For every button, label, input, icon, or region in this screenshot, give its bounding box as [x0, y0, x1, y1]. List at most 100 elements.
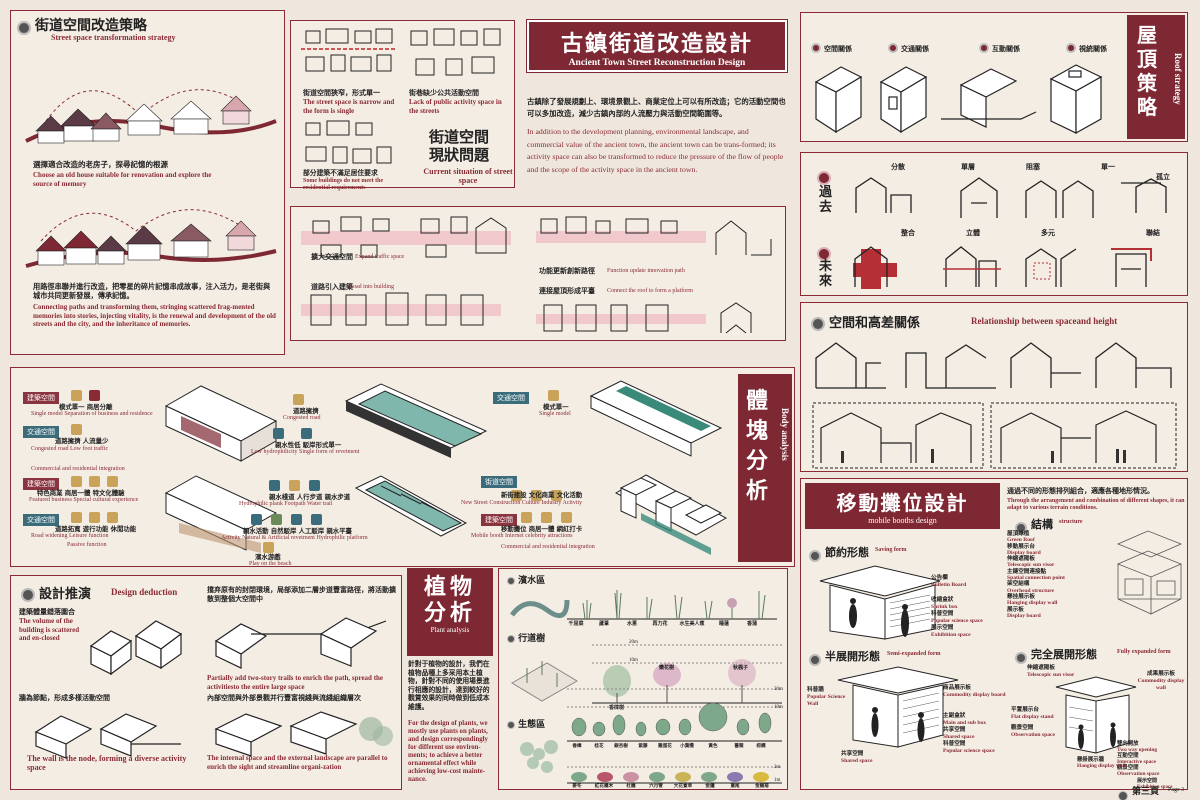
public-space-plan-drawing [410, 28, 501, 76]
widening-icon [71, 512, 82, 523]
strategy-panel: 街道空間改造策略 Street space transformation str… [10, 10, 285, 355]
strategy-title: 街道空間改造策略 [35, 18, 147, 34]
body-r4-cn: 親水性低 駁岸形式單一 [275, 441, 342, 449]
eco-shrub-labels: 麥冬 紅花檵木 杜鵑 六月雪 大花萱草 金鐘 鳶尾 金雞菊 [572, 784, 769, 789]
landscape-parallel-drawing [214, 711, 393, 757]
body-r12b-en: Commercial and residential integration [501, 544, 595, 550]
path-l1-cn: 擴大交通空間 [311, 252, 353, 261]
structure-labels: 屋頂綠植 Green Roof 移動展示台 Display board 伸縮遮陽… [1007, 531, 1065, 619]
booth-subtitle: mobile booths design [868, 516, 937, 525]
plant-s2-label: 行道樹 [507, 631, 545, 644]
roof-title-box: 屋頂策略 [1127, 15, 1185, 139]
save-form-subtitle: Saving form [875, 547, 907, 553]
future-label: 未來 [819, 259, 833, 289]
revetment-icon [301, 428, 312, 439]
full-form-hanging-labels: 懸掛展示牆 Hanging display wall [1077, 757, 1126, 769]
connected-houses-illustration [25, 209, 277, 268]
body-r8-en: Road widening Leisure function [31, 533, 109, 539]
eco-tree-labels: 香樟 桂花 銀杏樹 紫藤 雞蛋花 小葉欖 黃色 薔薇 棕櫚 [572, 744, 766, 749]
body-r8b-en: Passive function [67, 542, 107, 548]
path-l4-cn: 連接屋頂形成平臺 [539, 286, 595, 295]
eco-height-10: 10m [774, 705, 783, 710]
body-r6-en: Commercial and residential integration [31, 466, 125, 472]
bullet-icon [507, 720, 515, 729]
roof-type-label: 互動關係 [992, 43, 1020, 53]
waterfront-plant-labels: 千屈菜 蘆葦 水蔥 再力花 水生美人蕉 睡蓮 香蒲 [568, 621, 757, 627]
body-r1-en: Single model Separation of business and … [31, 411, 153, 417]
building-block-model [164, 385, 278, 462]
past-label-3: 阻塞 [1026, 162, 1040, 171]
bullet-icon [1066, 43, 1076, 53]
status-p2-en: Lack of public activity space in the str… [409, 98, 502, 115]
river-revetment-model [354, 475, 468, 537]
deduction-title: 設計推演 [39, 587, 92, 602]
footer-dot-icon [1118, 785, 1128, 800]
past-future-panel: 過去 未來 分散 單層 阻塞 單一 孤立 整合 立體 多元 聯結 [800, 152, 1188, 296]
full-form-subtitle: Fully expanded form [1117, 649, 1171, 655]
path-l2-cn: 功能更新創新路徑 [539, 266, 595, 275]
eco-height-1: 1m [774, 778, 781, 783]
body-panel: 體塊分析 Body analysis 建築空間 模式單一 商居分離 Single… [10, 367, 795, 567]
body-r10b-cn: 濱水游戲 [255, 553, 281, 561]
body-tag-5: 交通空間 [23, 514, 59, 526]
shop-icon [89, 390, 100, 401]
past-label-5: 孤立 [1156, 172, 1170, 181]
body-r9-en: Hydrophilic plank Footpath Water trail [239, 501, 333, 507]
building-icon [71, 390, 82, 401]
checkin-icon [561, 512, 572, 523]
plant-title-box: 植物 分析 Plant analysis [407, 568, 493, 656]
roof-relation-drawings [814, 64, 1103, 135]
water-icon [273, 428, 284, 439]
beach-icon [263, 542, 274, 553]
body-r11-cn: 新街建設 文化商業 文化活動 [501, 491, 583, 499]
status-p3-en: Some buildings do not meet the residenti… [303, 178, 384, 191]
strategy-subtitle: Street space transformation strategy [51, 33, 176, 42]
structure-title: 結構 [1031, 518, 1053, 531]
main-title-box: 古鎮街道改造設計 Ancient Town Street Reconstruct… [526, 19, 788, 73]
culture-activity-icon [551, 490, 562, 501]
path-l4-en: Connect the roof to form a platform [607, 288, 693, 294]
platform-icon [311, 514, 322, 525]
congestion-icon [293, 394, 304, 405]
path-l3-en: Road into building [349, 284, 394, 290]
expand-traffic-drawing [301, 216, 511, 258]
body-r1-cn: 模式單一 商居分離 [59, 403, 113, 411]
strategy-text2-cn: 用路徑串聯并進行改造，把零星的碎片記憶串成故事，注入活力，是老街與城市共同更新發… [33, 282, 271, 300]
page-number-cn: 第三頁 [1132, 787, 1160, 797]
deduction-t3-cn: 牆為節點，形成多樣活動空間 [19, 693, 110, 702]
integrated-building-model [164, 475, 278, 553]
body-title-box: 體塊分析 [738, 374, 792, 562]
activity-icon [251, 514, 262, 525]
body-r12-en: Mobile booth Internet celebrity attracti… [471, 533, 573, 539]
full-form-title: 完全展開形態 [1031, 648, 1097, 661]
main-intro-en: In addition to the development planning,… [527, 127, 784, 174]
deduction-t4-cn: 內部空間與外部景觀并行豐富視綫與流綫組織層次 [207, 693, 361, 702]
section-dot-icon [809, 649, 821, 668]
deduction-panel: 設計推演 Design deduction 建築體量錯落圍合 The volum… [10, 575, 402, 790]
function-path-drawing [536, 216, 772, 256]
single-model-icon [548, 390, 559, 401]
leisure-icon [107, 512, 118, 523]
waterfront-plants-drawing [510, 590, 777, 620]
eco-area-drawing [520, 688, 782, 784]
status-title-line1: 街道空間 [429, 128, 490, 146]
semi-form-left-labels: 科普牆 Popular Science Wall [807, 687, 846, 707]
plant-s3-label: 生態區 [507, 717, 545, 730]
past-roof-sections [855, 177, 1167, 218]
artificial-revetment-icon [291, 514, 302, 525]
past-label-2: 單層 [961, 162, 975, 171]
status-p3-cn: 部分建築不滿足居住要求 [303, 169, 378, 177]
body-tag-3: 交通空間 [493, 392, 529, 404]
height-subtitle: Relationship between spaceand height [971, 316, 1118, 326]
street-block-model [589, 380, 723, 457]
save-form-title: 節約形態 [825, 546, 869, 559]
deduction-t3-en: The wall is the node, forming a diverse … [27, 754, 187, 772]
deduction-t1-en: The volume of the building is scattered … [19, 617, 80, 642]
body-r2-en: Congested road Low foot traffic [31, 446, 109, 452]
body-r10b-en: Play on the beach [249, 561, 292, 567]
full-form-left-labels: 平置展示台 Flat display stand 觀景空間 Observatio… [1011, 707, 1055, 738]
body-r11-en: New Street Construction Culture Industry… [461, 500, 583, 506]
future-label-1: 整合 [901, 228, 915, 237]
past-label: 過去 [819, 185, 833, 215]
semi-form-right-labels: 商品展示板 Commodity display board 主副盒狀 Main … [943, 685, 1006, 754]
